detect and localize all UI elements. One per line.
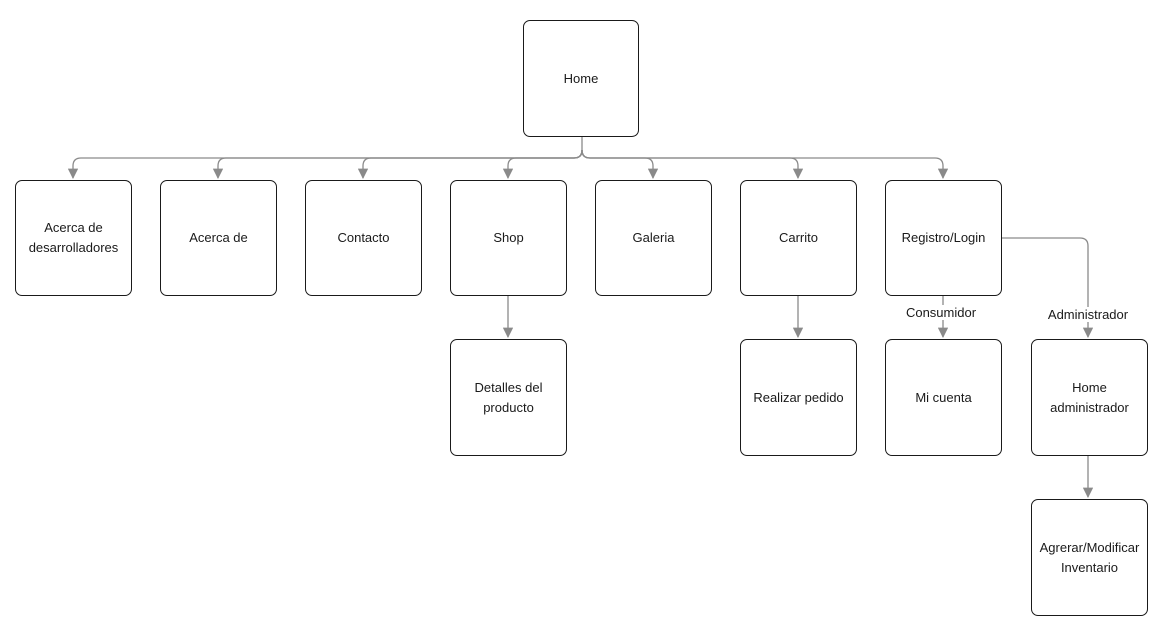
edge-registro-admin: [1002, 237, 1094, 339]
edge-home-shop: [502, 149, 583, 180]
node-acerca-desarrolladores[interactable]: Acerca de desarrolladores: [15, 180, 132, 296]
node-galeria[interactable]: Galeria: [595, 180, 712, 296]
node-agregar-modificar-inventario[interactable]: Agrerar/Modificar Inventario: [1031, 499, 1148, 616]
node-contacto[interactable]: Contacto: [305, 180, 422, 296]
node-mi-cuenta[interactable]: Mi cuenta: [885, 339, 1002, 456]
node-registro-login[interactable]: Registro/Login: [885, 180, 1002, 296]
edge-home-registro: [581, 149, 949, 180]
node-home-administrador[interactable]: Home administrador: [1031, 339, 1148, 456]
edge-home-contacto: [357, 149, 583, 180]
node-home[interactable]: Home: [523, 20, 639, 137]
node-shop[interactable]: Shop: [450, 180, 567, 296]
edge-label-consumidor: Consumidor: [903, 305, 979, 320]
edge-home-galeria: [581, 149, 659, 180]
edge-home-carrito: [581, 149, 804, 180]
edge-label-administrador: Administrador: [1045, 307, 1131, 322]
node-acerca-de[interactable]: Acerca de: [160, 180, 277, 296]
edge-home-acerca-de: [212, 149, 583, 180]
node-detalles-producto[interactable]: Detalles del producto: [450, 339, 567, 456]
node-carrito[interactable]: Carrito: [740, 180, 857, 296]
node-realizar-pedido[interactable]: Realizar pedido: [740, 339, 857, 456]
